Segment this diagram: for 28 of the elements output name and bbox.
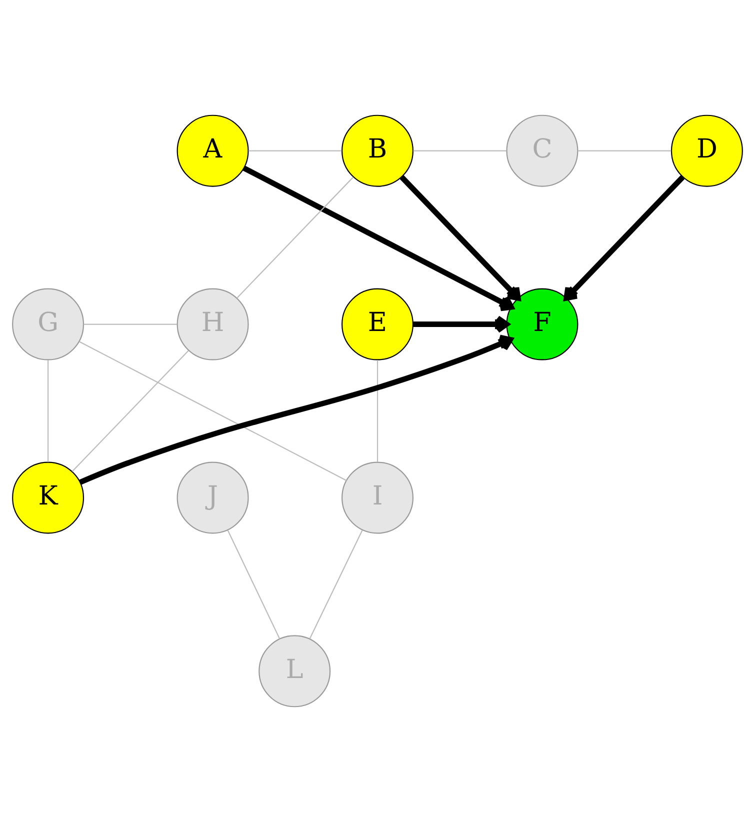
connector	[72, 350, 189, 472]
connector	[309, 530, 363, 640]
arrow	[78, 334, 513, 485]
node-circle: I	[342, 462, 414, 534]
connector	[413, 150, 506, 152]
node-circle: L	[258, 635, 331, 708]
node-circle: B	[342, 114, 414, 187]
node-circle: K	[12, 462, 84, 534]
node-circle: G	[12, 288, 84, 360]
node-circle: F	[506, 288, 578, 360]
connector	[48, 360, 49, 462]
connector	[84, 324, 177, 325]
arrow	[400, 175, 521, 301]
arrow	[242, 166, 514, 312]
connector	[578, 150, 672, 152]
connector	[79, 341, 347, 481]
connector	[236, 176, 354, 298]
connector	[248, 150, 342, 152]
node-circle: D	[670, 114, 743, 187]
node-circle: A	[176, 114, 249, 187]
node-circle: C	[506, 114, 578, 187]
node-circle: H	[176, 288, 249, 360]
node-circle: E	[342, 288, 414, 360]
arrow	[413, 315, 510, 334]
connector	[227, 530, 280, 640]
connector	[376, 360, 378, 462]
node-circle: J	[176, 462, 249, 534]
arrow	[564, 175, 685, 301]
